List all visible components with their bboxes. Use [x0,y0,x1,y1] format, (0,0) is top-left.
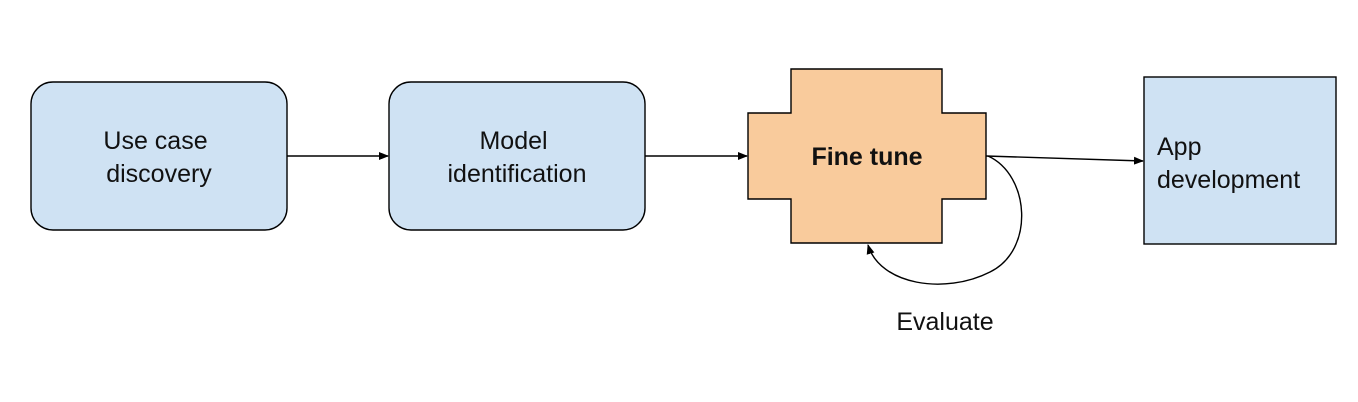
node-use-case-discovery: Use case discovery [30,81,288,231]
edge-evaluate-label: Evaluate [896,308,993,336]
node-model-line1: Model [479,127,547,155]
node-app-development: App development [1143,76,1337,245]
node-app-line1: App [1157,133,1201,161]
node-app-development-box [1143,76,1337,245]
svg-text:Fine tune: Fine tune [811,143,922,171]
svg-text:Evaluate: Evaluate [896,308,993,336]
svg-text:Use case discovery: Use case discovery [103,127,214,188]
node-fine-tune: Fine tune [747,68,987,244]
node-model-identification: Model identification [388,81,646,231]
node-use-case-line2: discovery [106,160,212,188]
svg-text:Model identification: Model identification [448,127,587,188]
node-use-case-discovery-box [30,81,288,231]
node-model-identification-box [388,81,646,231]
node-fine-tune-label: Fine tune [811,143,922,171]
node-use-case-line1: Use case [103,127,207,155]
node-model-line2: identification [448,160,587,188]
edge-fine-tune-to-app [985,155,1144,165]
node-fine-tune-shape [747,68,987,244]
node-app-line2: development [1157,166,1300,194]
edge-evaluate-loop [866,155,1023,285]
svg-text:App development: App development [1157,133,1300,194]
